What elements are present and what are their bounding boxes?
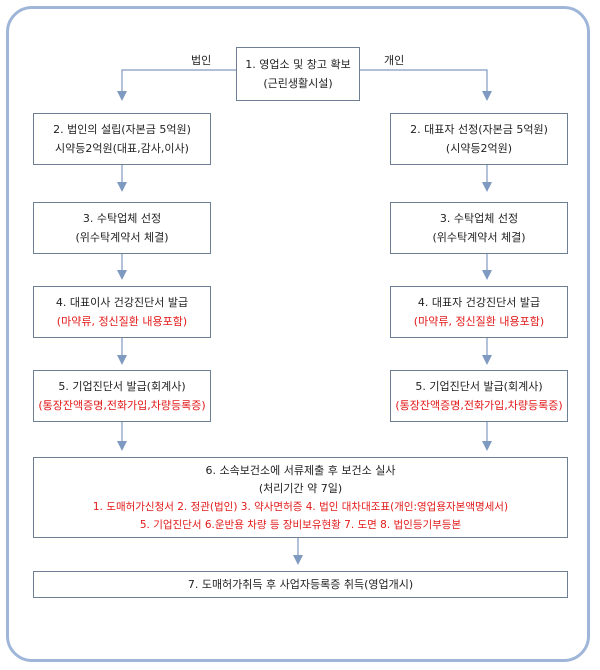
right-step2-box: 2. 대표자 선정(자본금 5억원) (시약등2억원) — [390, 113, 568, 165]
step6-title: 6. 소속보건소에 서류제출 후 보건소 실사 — [205, 463, 396, 477]
right-step2-detail: (시약등2억원) — [445, 142, 513, 155]
left-step3-detail: (위수탁계약서 체결) — [75, 231, 169, 244]
step1-subtitle: (근린생활시설) — [263, 77, 333, 90]
right-step5-detail: (통장잔액증명,전화가입,차량등록증) — [395, 399, 563, 412]
step1-title: 1. 영업소 및 창고 확보 — [245, 58, 351, 71]
right-step5-title: 5. 기업진단서 발급(회계사) — [415, 380, 543, 393]
right-step4-box: 4. 대표자 건강진단서 발급 (마약류, 정신질환 내용포함) — [390, 286, 568, 338]
step6-period: (처리기간 약 7일) — [258, 481, 343, 495]
step1-box: 1. 영업소 및 창고 확보 (근린생활시설) — [236, 47, 360, 101]
label-corporation: 법인 — [191, 54, 212, 67]
right-step2-title: 2. 대표자 선정(자본금 5억원) — [410, 123, 548, 136]
left-step2-title: 2. 법인의 설립(자본금 5억원) — [53, 123, 191, 136]
step7-title: 7. 도매허가취득 후 사업자등록증 취득(영업개시) — [187, 578, 414, 591]
step6-documents-1: 1. 도매허가신청서 2. 정관(법인) 3. 약사면허증 4. 법인 대차대조… — [92, 500, 509, 513]
label-individual: 개인 — [384, 54, 405, 67]
step6-box: 6. 소속보건소에 서류제출 후 보건소 실사 (처리기간 약 7일) 1. 도… — [33, 457, 568, 538]
left-step2-detail: 시약등2억원(대표,감사,이사) — [55, 142, 189, 155]
left-step4-title: 4. 대표이사 건강진단서 발급 — [55, 296, 189, 309]
outer-frame — [6, 6, 590, 662]
step7-box: 7. 도매허가취득 후 사업자등록증 취득(영업개시) — [33, 571, 568, 598]
right-step4-detail: (마약류, 정신질환 내용포함) — [413, 315, 545, 328]
right-step3-detail: (위수탁계약서 체결) — [432, 231, 526, 244]
left-step2-box: 2. 법인의 설립(자본금 5억원) 시약등2억원(대표,감사,이사) — [33, 113, 211, 165]
right-step3-box: 3. 수탁업체 선정 (위수탁계약서 체결) — [390, 202, 568, 254]
left-step5-box: 5. 기업진단서 발급(회계사) (통장잔액증명,전화가입,차량등록증) — [33, 370, 211, 422]
arrow-to-left-step2 — [117, 69, 236, 101]
arrow-to-right-step2 — [360, 69, 492, 101]
right-step5-box: 5. 기업진단서 발급(회계사) (통장잔액증명,전화가입,차량등록증) — [390, 370, 568, 422]
left-step3-title: 3. 수탁업체 선정 — [82, 212, 162, 225]
left-step5-title: 5. 기업진단서 발급(회계사) — [58, 380, 186, 393]
right-step4-title: 4. 대표자 건강진단서 발급 — [417, 296, 541, 309]
step6-documents-2: 5. 기업진단서 6.운반용 차량 등 장비보유현황 7. 도면 8. 법인등기… — [139, 518, 462, 531]
left-step5-detail: (통장잔액증명,전화가입,차량등록증) — [38, 399, 206, 412]
right-step3-title: 3. 수탁업체 선정 — [439, 212, 519, 225]
left-step4-box: 4. 대표이사 건강진단서 발급 (마약류, 정신질환 내용포함) — [33, 286, 211, 338]
left-step4-detail: (마약류, 정신질환 내용포함) — [56, 315, 188, 328]
left-step3-box: 3. 수탁업체 선정 (위수탁계약서 체결) — [33, 202, 211, 254]
